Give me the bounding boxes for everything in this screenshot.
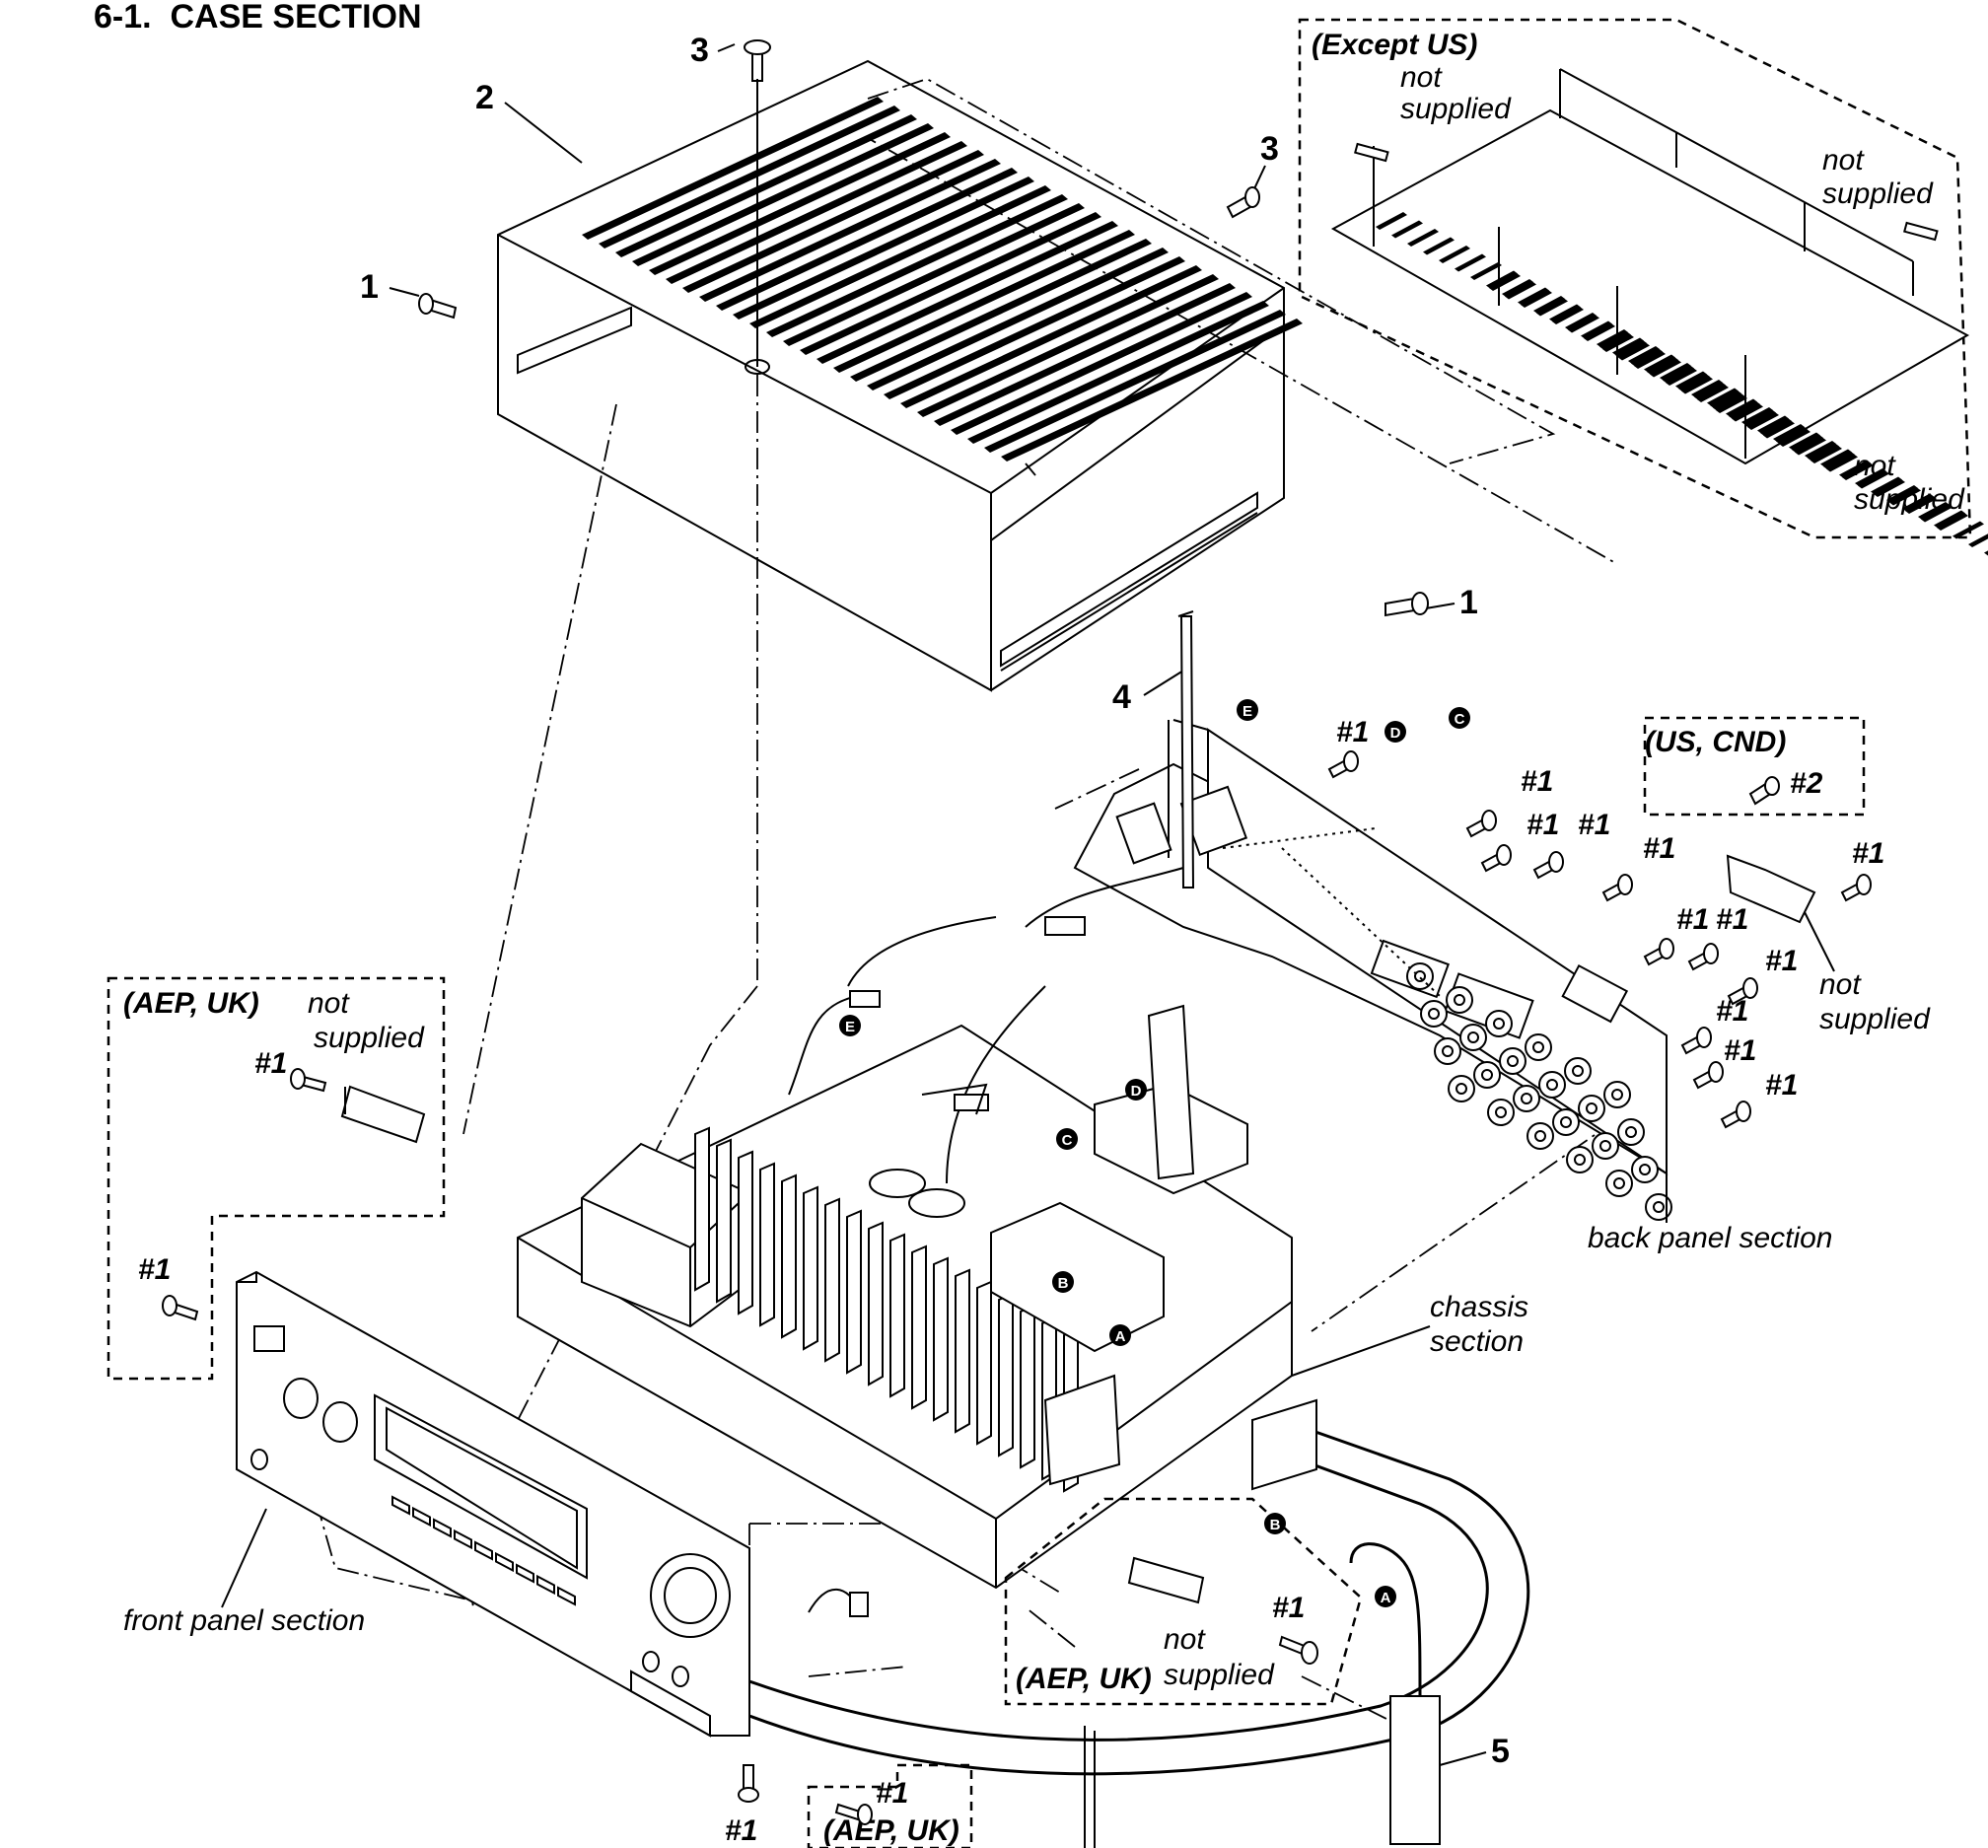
not-supplied-label: not	[1822, 144, 1865, 177]
screw-ref-label: #1	[1765, 1069, 1798, 1102]
flat-cable	[748, 1398, 1530, 1848]
except-us-inset: (Except US) not supplied not supplied no…	[1298, 18, 1988, 556]
not-supplied-label: not	[1400, 61, 1443, 94]
screw-ref-label: #1	[1716, 903, 1748, 936]
screw-ref-label: #1	[1643, 832, 1675, 865]
screw-ref-label: #1	[1676, 903, 1709, 936]
screw-icon	[1226, 186, 1260, 219]
part-4-rod	[1177, 610, 1195, 888]
part-number-label: 5	[1491, 1733, 1510, 1770]
screw-icon	[418, 293, 458, 320]
part-number-label: 3	[690, 32, 709, 69]
part-number-label: 4	[1112, 678, 1131, 716]
svg-text:D: D	[1131, 1083, 1142, 1100]
back-panel-screws	[1327, 750, 1872, 1129]
svg-text:A: A	[1381, 1590, 1391, 1606]
screw-ref-label: #1	[725, 1814, 757, 1847]
connector-marker: C	[1056, 1128, 1078, 1150]
svg-text:B: B	[1270, 1517, 1281, 1533]
except-us-label: (Except US)	[1312, 29, 1477, 61]
aep-uk-label: (AEP, UK)	[1016, 1663, 1152, 1695]
connector-marker: E	[839, 1015, 861, 1036]
aep-uk-inset-left: (AEP, UK) not supplied #1 #1	[106, 976, 446, 1381]
screw-ref-label: #1	[1852, 837, 1884, 870]
chassis-section-label: section	[1430, 1325, 1524, 1358]
front-buttons	[391, 1495, 576, 1606]
rca-jacks	[1406, 962, 1672, 1221]
screw-ref-label: #2	[1790, 767, 1823, 800]
screw-ref-label: #1	[1521, 765, 1553, 798]
not-supplied-label: supplied	[1822, 178, 1934, 210]
not-supplied-bracket: not supplied	[1726, 854, 1931, 1035]
screw-ref-label: #1	[138, 1253, 171, 1286]
not-supplied-label: supplied	[1164, 1659, 1275, 1691]
part-number-label: 1	[360, 268, 379, 306]
screw-icon	[738, 1764, 759, 1803]
not-supplied-label: supplied	[1400, 93, 1512, 125]
connector-marker: B	[1052, 1271, 1074, 1293]
aep-uk-label: (AEP, UK)	[123, 987, 259, 1020]
vent-grid	[582, 97, 1303, 462]
us-cnd-label: (US, CND)	[1645, 726, 1786, 758]
front-panel-section-label: front panel section	[123, 1604, 365, 1637]
page-title: 6-1. CASE SECTION	[94, 0, 422, 36]
front-panel-section	[236, 1270, 750, 1738]
inset-vent-grid	[1376, 212, 1988, 556]
screw-ref-label: #1	[1272, 1592, 1305, 1624]
screw-ref-label: #1	[254, 1047, 287, 1080]
aep-uk-inset-bottom: #1 (AEP, UK)	[807, 1763, 973, 1848]
svg-text:E: E	[1242, 703, 1252, 720]
svg-text:A: A	[1115, 1328, 1126, 1345]
chassis-section-label: chassis	[1430, 1291, 1528, 1323]
connector-marker: E	[1237, 699, 1258, 721]
not-supplied-label: not	[1164, 1623, 1206, 1656]
back-panel-section-label: back panel section	[1588, 1222, 1833, 1254]
screw-ref-label: #1	[1765, 945, 1798, 977]
connector-marker: A	[1375, 1586, 1396, 1607]
screw-icon	[744, 39, 771, 82]
connector-marker: D	[1384, 721, 1406, 743]
connector-marker: D	[1125, 1079, 1147, 1101]
svg-text:C: C	[1455, 711, 1465, 728]
connector-marker: B	[1264, 1513, 1286, 1534]
us-cnd-inset: (US, CND) #2	[1643, 716, 1866, 817]
part-number-label: 1	[1459, 584, 1478, 621]
not-supplied-label: not	[1819, 968, 1862, 1001]
not-supplied-label: supplied	[1854, 483, 1965, 516]
screw-ref-label: #1	[1724, 1034, 1756, 1067]
connector-marker: C	[1449, 707, 1470, 729]
svg-text:B: B	[1058, 1275, 1069, 1292]
screw-ref-label: #1	[1578, 809, 1610, 841]
not-supplied-label: supplied	[1819, 1003, 1931, 1035]
not-supplied-label: supplied	[314, 1022, 425, 1054]
not-supplied-label: not	[1854, 450, 1896, 482]
screw-ref-label: #1	[1526, 809, 1559, 841]
screw-icon	[1384, 592, 1429, 617]
aep-uk-label: (AEP, UK)	[823, 1814, 959, 1847]
svg-text:D: D	[1390, 725, 1401, 742]
screw-ref-label: #1	[1716, 995, 1748, 1028]
top-cover-part	[497, 59, 1303, 692]
svg-text:E: E	[845, 1019, 855, 1035]
chassis-section	[517, 867, 1293, 1590]
part-number-label: 3	[1260, 130, 1279, 168]
screw-ref-label: #1	[876, 1777, 908, 1810]
not-supplied-label: not	[308, 987, 350, 1020]
screw-ref-label: #1	[1336, 716, 1369, 748]
connector-marker: A	[1109, 1324, 1131, 1346]
svg-text:C: C	[1062, 1132, 1073, 1149]
part-number-label: 2	[475, 79, 494, 116]
aep-uk-inset-right: (AEP, UK) not supplied #1	[1004, 1497, 1363, 1706]
